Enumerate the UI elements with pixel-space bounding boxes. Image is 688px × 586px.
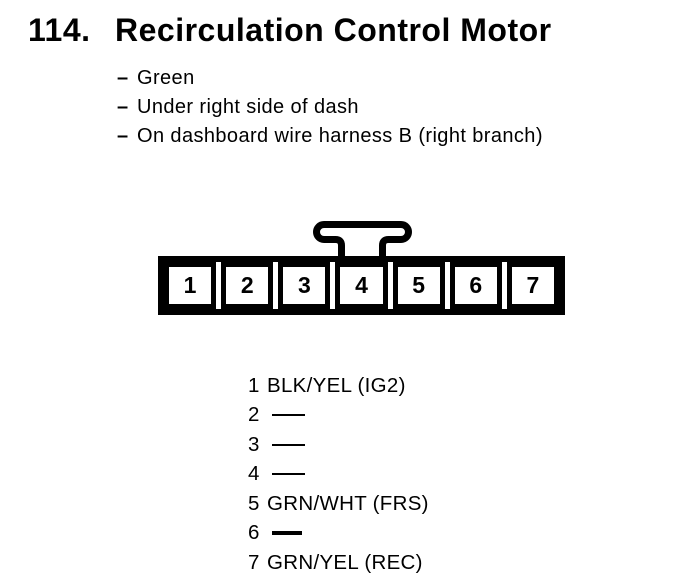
wire-label: BLK/YEL (IG2) [267,373,406,397]
wire-label: GRN/WHT (FRS) [267,491,429,515]
pinout-row-5: 5 GRN/WHT (FRS) [248,489,429,519]
item-number: 114. [28,12,91,48]
connector-pin-5: 5 [392,262,445,309]
note-connector-color: – Green [117,64,543,93]
bullet-dash: – [117,96,129,118]
connector-pin-1: 1 [164,262,217,309]
pin-number: 3 [248,432,260,456]
pinout-row-2: 2 [248,401,429,431]
pin-number: 6 [248,521,260,545]
pinout-row-6: 6 [248,519,429,549]
pin-number: 2 [248,403,260,427]
location-notes: – Green – Under right side of dash – On … [117,64,543,151]
pinout-row-7: 7 GRN/YEL (REC) [248,548,429,578]
wire-label: GRN/YEL (REC) [267,550,423,574]
pinout-list: 1 BLK/YEL (IG2) 2 3 4 5 GRN/WHT (FRS) 6 … [248,371,429,578]
connector-diagram: 1 2 3 4 5 6 7 [158,256,565,315]
no-wire-dash [272,443,305,446]
pin-number: 1 [248,373,260,397]
bullet-dash: – [117,67,129,89]
pin-number: 4 [248,462,260,486]
connector-pin-7: 7 [506,262,559,309]
pin-number: 7 [248,550,260,574]
connector-latch-tab [313,221,412,259]
note-text: Under right side of dash [137,96,359,118]
page-title-text: Recirculation Control Motor [115,12,552,48]
pinout-row-3: 3 [248,430,429,460]
connector-pin-4: 4 [335,262,388,309]
no-wire-dash [272,531,302,536]
pin-number: 5 [248,491,260,515]
note-harness: – On dashboard wire harness B (right bra… [117,122,543,151]
connector-pin-6: 6 [449,262,502,309]
bullet-dash: – [117,125,129,147]
note-text: Green [137,67,195,89]
connector-pin-3: 3 [278,262,331,309]
no-wire-dash [272,414,305,417]
pinout-row-4: 4 [248,460,429,490]
pinout-row-1: 1 BLK/YEL (IG2) [248,371,429,401]
connector-pin-2: 2 [221,262,274,309]
page-title: 114. Recirculation Control Motor [28,12,552,49]
note-text: On dashboard wire harness B (right branc… [137,125,543,147]
note-location: – Under right side of dash [117,93,543,122]
no-wire-dash [272,473,305,476]
